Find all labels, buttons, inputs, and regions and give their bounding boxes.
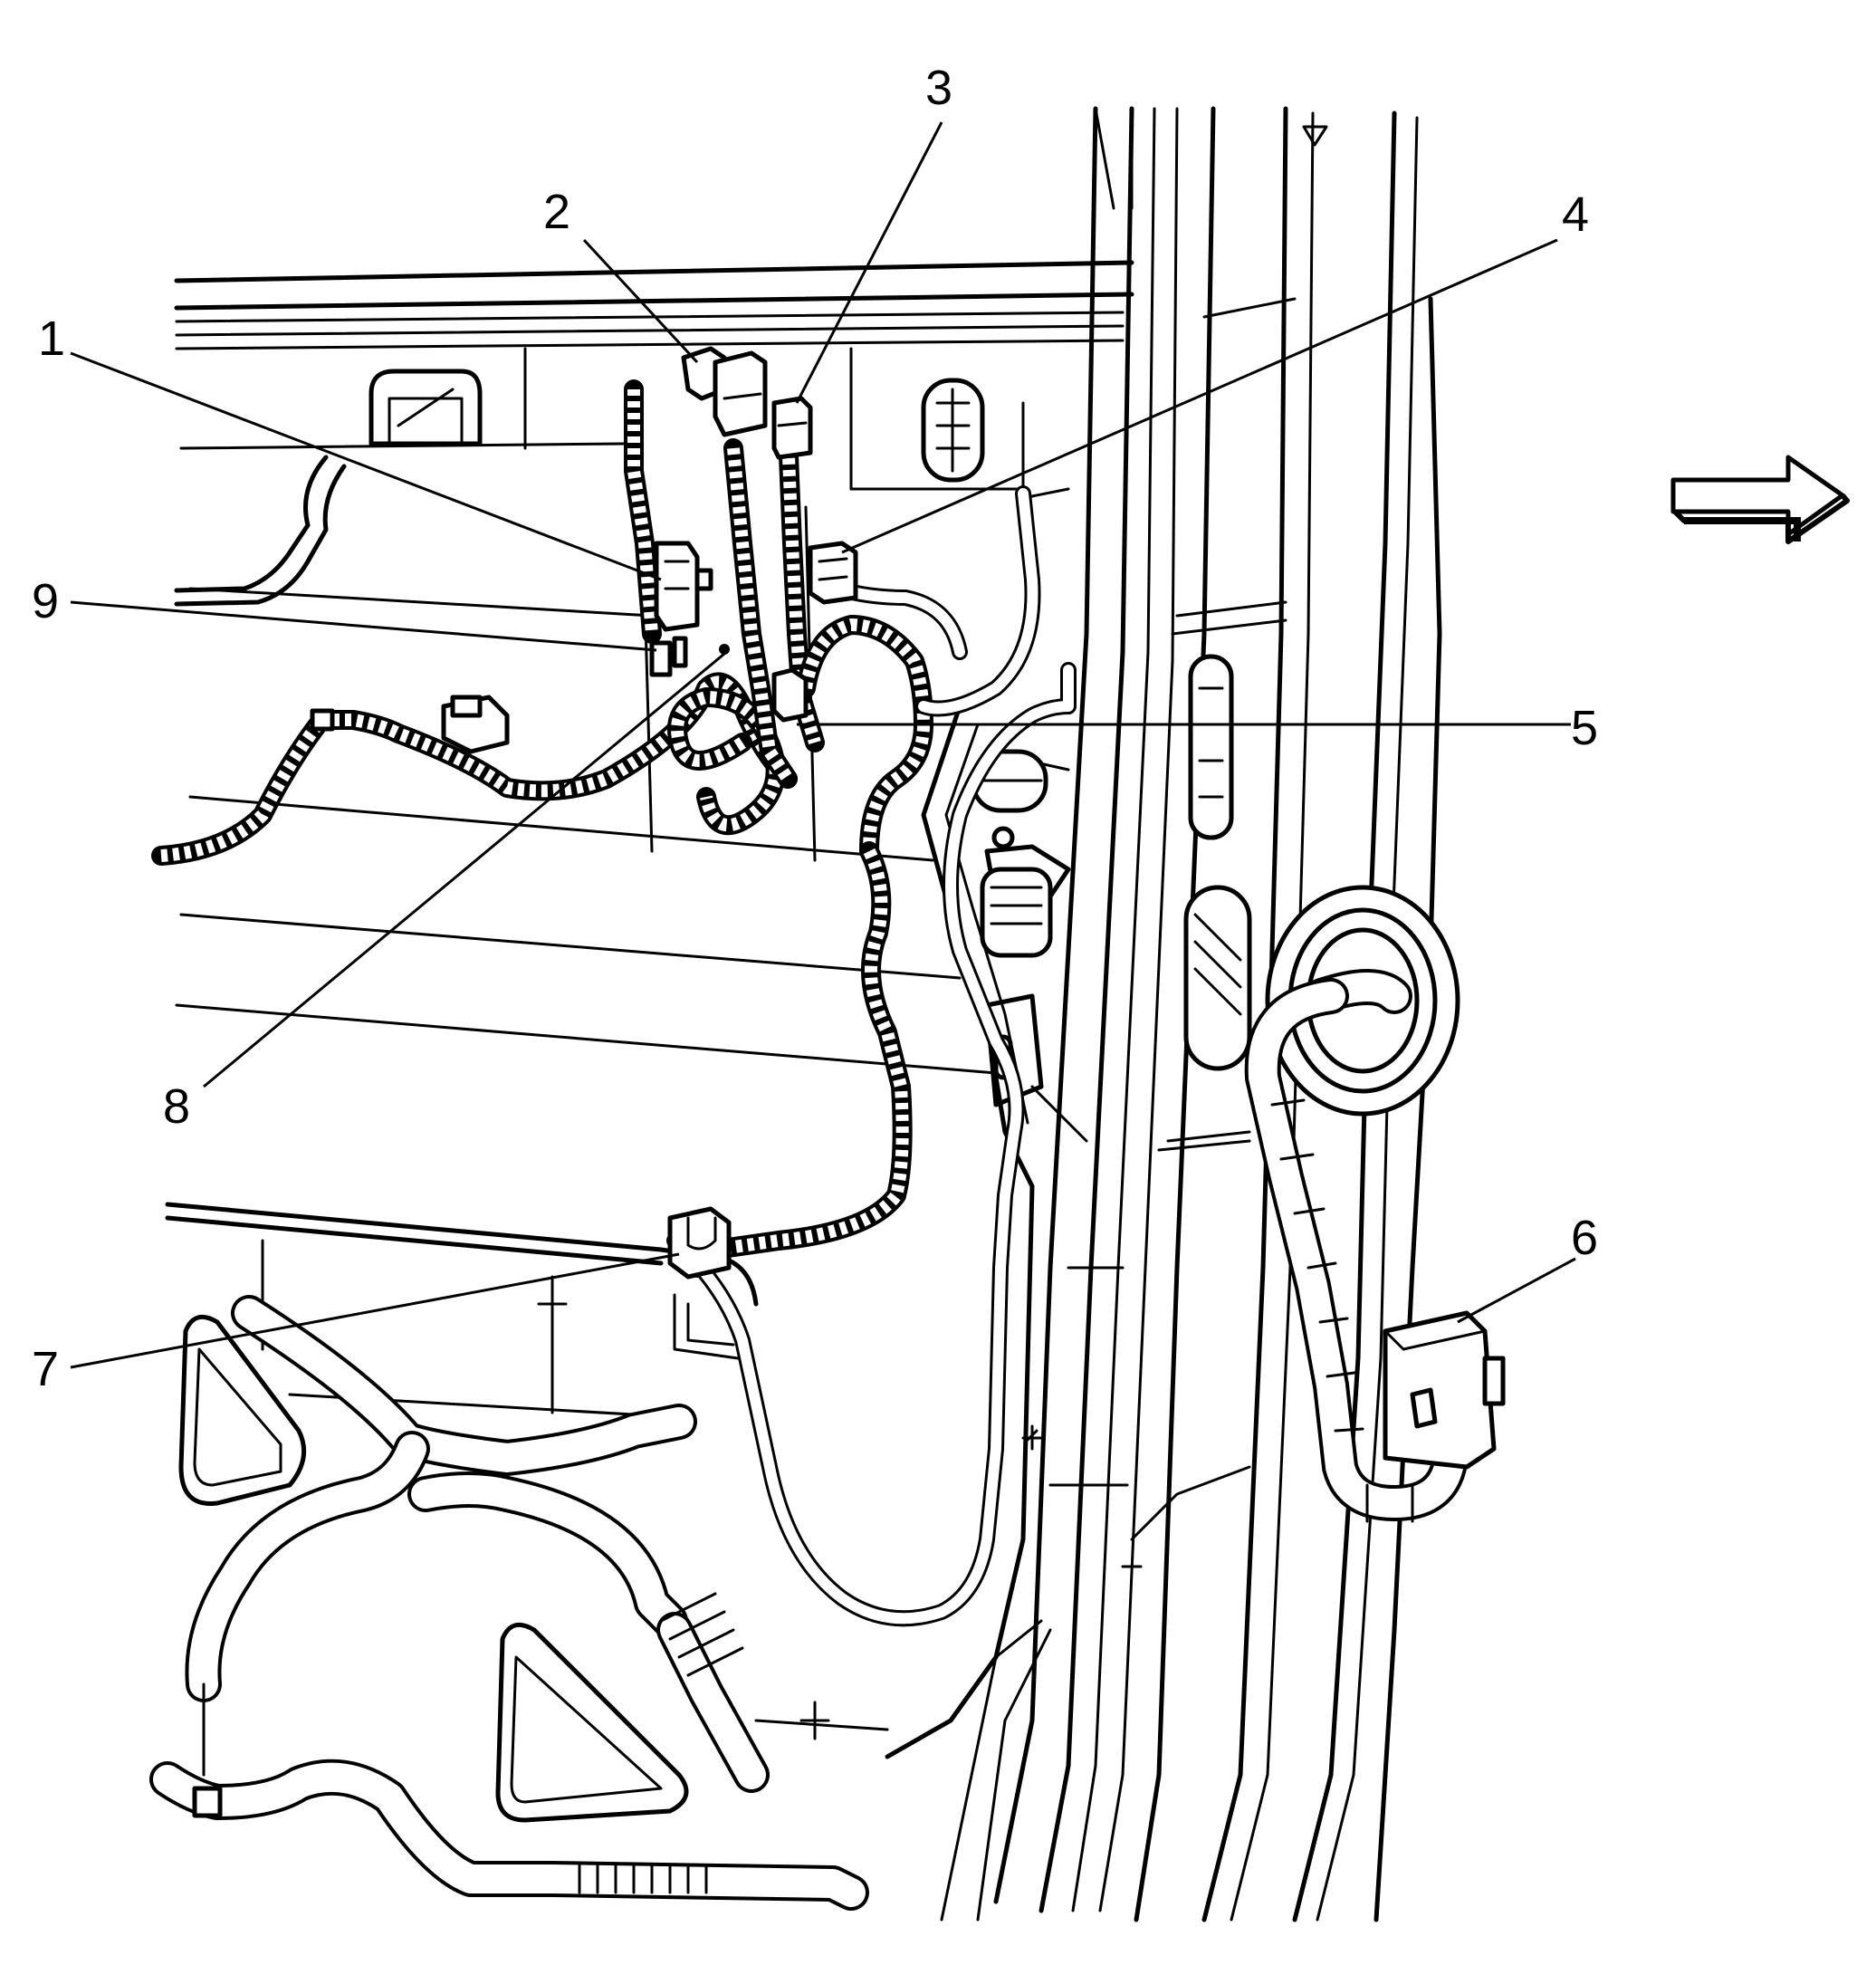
leader-9: [70, 600, 657, 652]
callout-7: 7: [32, 1342, 59, 1396]
callout-3: 3: [925, 61, 952, 115]
connector-3: [771, 396, 813, 460]
lower-ducting: [149, 1202, 889, 1911]
callout-2: 2: [543, 185, 570, 239]
hinge-pillar: [885, 106, 1442, 1922]
leader-2: [582, 238, 699, 364]
leader-1: [70, 351, 662, 581]
callout-1: 1: [38, 312, 65, 366]
lower-wire-tube: [666, 485, 1077, 1627]
callout-numbers: 1 2 3 4 5 6 7 8 9: [32, 61, 1598, 1396]
callout-8: 8: [163, 1079, 190, 1134]
leader-6: [1457, 1257, 1576, 1324]
leader-4: [841, 238, 1558, 554]
side-connector: [310, 695, 510, 754]
door-harness: [1244, 978, 1467, 1523]
leader-8: [203, 652, 725, 1088]
ground-8: [719, 644, 730, 655]
connector-4: [808, 541, 858, 605]
callout-6: 6: [1571, 1211, 1598, 1265]
connector-2: [681, 346, 768, 437]
callout-4: 4: [1562, 187, 1589, 242]
callout-9: 9: [32, 574, 59, 628]
connector-1: [654, 541, 713, 632]
main-harness: [151, 379, 933, 1278]
connector-9: [649, 636, 688, 677]
leader-3: [795, 121, 943, 404]
connector-6: [1383, 1310, 1506, 1470]
callout-5: 5: [1571, 701, 1598, 755]
connector-5: [771, 667, 809, 723]
connector-7: [667, 1206, 732, 1280]
instrument-panel-structure: [174, 260, 1134, 1075]
right-arrow-icon: [1670, 455, 1850, 544]
leader-lines: [70, 121, 1576, 1369]
leader-7: [70, 1252, 680, 1369]
